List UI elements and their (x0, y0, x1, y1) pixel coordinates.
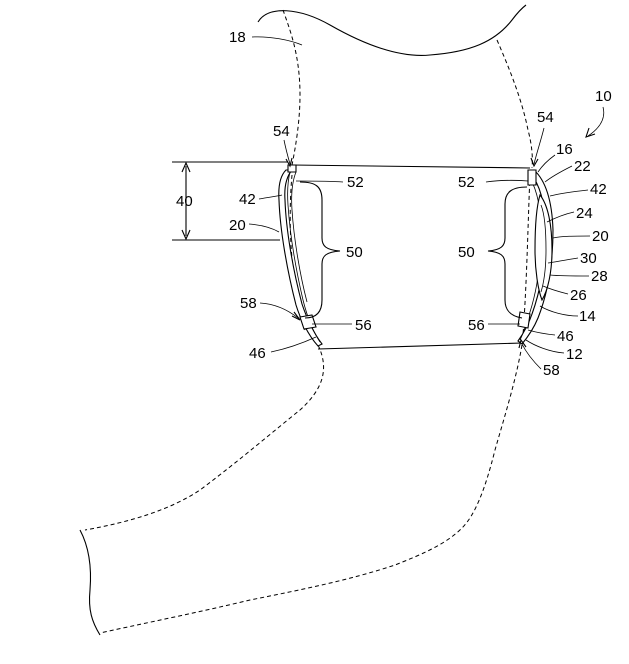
label-42-left: 42 (239, 191, 256, 208)
label-16: 16 (556, 141, 573, 158)
leader-42-right (549, 189, 589, 197)
leader-52-left (295, 180, 344, 183)
rear-strap-tab-bottom (299, 314, 317, 330)
label-24: 24 (576, 205, 593, 222)
label-58-right: 58 (543, 362, 560, 379)
leg-front-dashed-upper (496, 39, 533, 169)
label-46-left: 46 (249, 345, 266, 362)
brace-top-edge (291, 164, 531, 169)
thigh-top-outline (257, 4, 527, 56)
leg-front-dashed-lower (99, 344, 523, 634)
leg-back-dashed-mid (289, 174, 306, 331)
leader-30 (547, 257, 579, 264)
front-strap-tab-bottom (517, 311, 531, 329)
arrow-10 (585, 127, 596, 138)
label-12: 12 (566, 346, 583, 363)
label-50-left: 50 (346, 244, 363, 261)
leader-46-left (270, 336, 317, 353)
arrow-58-right (518, 338, 527, 349)
label-20-left: 20 (229, 217, 246, 234)
foot-outline (79, 529, 101, 636)
label-18: 18 (229, 29, 246, 46)
brace-50-right (487, 186, 528, 319)
label-56-right: 56 (468, 317, 485, 334)
arrow-54-left (285, 157, 293, 168)
dimension-40-arrow-top (181, 161, 191, 173)
arrow-54-right (530, 157, 539, 168)
leader-24 (546, 211, 575, 223)
leader-10 (587, 106, 605, 137)
leader-54-left (283, 139, 291, 165)
label-30: 30 (580, 250, 597, 267)
arrow-58-left (291, 311, 301, 321)
label-56-left: 56 (355, 317, 372, 334)
leg-back-dashed-lower (84, 344, 325, 531)
leader-58-right (521, 343, 542, 370)
label-20-right: 20 (592, 228, 609, 245)
label-50-right: 50 (458, 244, 475, 261)
brace-bottom-edge (317, 342, 523, 350)
leg-back-dashed-upper (282, 9, 301, 166)
leader-16 (537, 154, 556, 173)
leg-front-dashed-mid (522, 174, 531, 336)
dimension-40-arrow-bottom (181, 229, 191, 241)
leader-18 (251, 36, 303, 46)
leader-58-left (259, 302, 299, 319)
leader-26 (542, 285, 569, 295)
label-46-right: 46 (557, 328, 574, 345)
label-54-left: 54 (273, 123, 290, 140)
leader-42-left (258, 194, 283, 200)
front-strap-tab-top (527, 169, 537, 186)
leader-12 (525, 339, 565, 354)
label-54-right: 54 (537, 109, 554, 126)
leader-54-right (533, 127, 545, 165)
rear-strap-liner (291, 171, 308, 303)
label-52-left: 52 (347, 174, 364, 191)
label-14: 14 (579, 308, 596, 325)
rear-strap-outer (278, 169, 323, 347)
front-pad-core (540, 204, 547, 293)
label-52-right: 52 (458, 174, 475, 191)
label-26: 26 (570, 287, 587, 304)
rear-strap-tab-top (287, 164, 297, 173)
label-40: 40 (176, 193, 193, 210)
leader-28 (549, 274, 590, 277)
leader-20-right (552, 235, 591, 239)
label-42-right: 42 (590, 181, 607, 198)
leader-22 (544, 165, 573, 183)
leader-20-left (248, 223, 280, 233)
leader-46-right (527, 329, 556, 336)
label-58-left: 58 (240, 295, 257, 312)
label-28: 28 (591, 268, 608, 285)
label-22: 22 (574, 158, 591, 175)
leader-14 (539, 305, 579, 317)
brace-50-left (299, 181, 341, 319)
leader-52-right (485, 179, 529, 183)
label-10: 10 (595, 88, 612, 105)
